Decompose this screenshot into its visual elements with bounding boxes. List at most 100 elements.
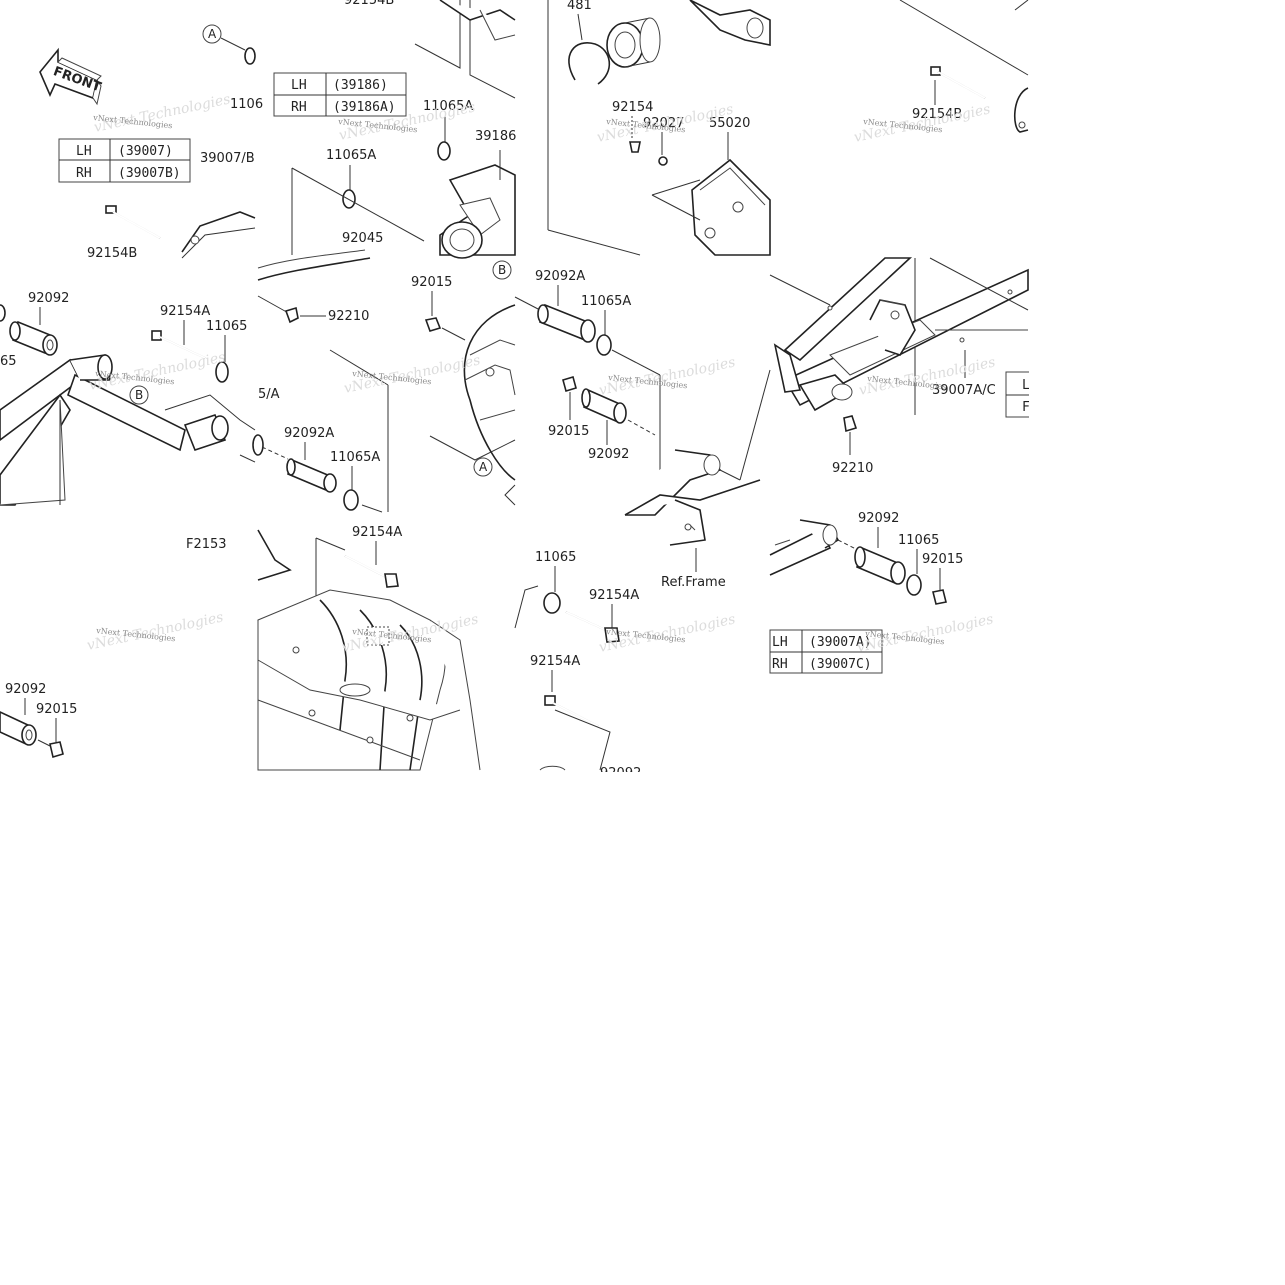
arm-end-part bbox=[769, 519, 840, 576]
bolt-part bbox=[105, 205, 161, 239]
part-label: 11065 bbox=[535, 550, 576, 565]
nut-part bbox=[424, 317, 442, 332]
part-label: 92210 bbox=[832, 461, 873, 476]
knuckle-part bbox=[439, 164, 516, 259]
frame-bracket-part bbox=[624, 449, 761, 546]
tile-8-middle-center-right: 92092A 11065A 92015 92092 bbox=[514, 269, 771, 590]
nut-part bbox=[49, 741, 64, 759]
bushing-part bbox=[286, 458, 337, 493]
washer-part bbox=[437, 141, 451, 161]
part-label: 92154B bbox=[344, 0, 394, 8]
part-label: 92027 bbox=[643, 116, 684, 131]
frame-side-part bbox=[257, 529, 481, 771]
bolt-part bbox=[544, 695, 599, 727]
part-label: 92045 bbox=[342, 231, 383, 246]
callout-circle-b bbox=[492, 260, 512, 280]
washer-part bbox=[215, 361, 229, 383]
bushing-part bbox=[0, 711, 37, 746]
bolt-part bbox=[344, 555, 399, 588]
washer-part bbox=[244, 47, 256, 65]
guard-plate-part bbox=[691, 158, 771, 256]
bushing-part bbox=[9, 320, 58, 356]
frame-crossmember-part bbox=[773, 257, 1029, 412]
table-cell: (39186) bbox=[333, 78, 388, 93]
part-label: 92154B bbox=[87, 246, 137, 261]
washer-part bbox=[543, 592, 561, 614]
part-label: 92154A bbox=[530, 654, 580, 669]
part-label: 92015 bbox=[36, 702, 77, 717]
part-label: 11065 bbox=[898, 533, 939, 548]
table-cell-partial: L bbox=[1022, 378, 1030, 393]
bearing-part bbox=[606, 17, 661, 68]
callout-b-left: B bbox=[135, 388, 143, 402]
table-cell: (39007) bbox=[118, 144, 173, 159]
tile-12-bottom-center-right: 11065 92154A 92154A 92092 bbox=[514, 550, 641, 781]
part-label: 11065A bbox=[581, 294, 631, 309]
part-label: 39007/B bbox=[200, 151, 255, 166]
table-cell: RH bbox=[772, 657, 788, 672]
a-arm-part bbox=[0, 354, 229, 506]
part-label: 39007A/C bbox=[932, 383, 996, 398]
table-cell-partial: F bbox=[1022, 400, 1030, 415]
tile-3-top-right-center: 481 92154 92027 55020 bbox=[547, 0, 771, 256]
table-39186: LH (39186) RH (39186A) bbox=[273, 72, 407, 117]
washer-part bbox=[343, 489, 359, 511]
washer-part bbox=[906, 574, 922, 596]
callout-circle-b bbox=[129, 385, 149, 405]
part-label: 481 bbox=[567, 0, 592, 13]
part-label: 92154A bbox=[160, 304, 210, 319]
part-label: 92154B bbox=[912, 107, 962, 122]
part-label: 92092 bbox=[588, 447, 629, 462]
part-label: 92210 bbox=[328, 309, 369, 324]
tile-10-bottom-left: F2153 92092 92015 bbox=[0, 537, 227, 759]
nut-part bbox=[284, 306, 299, 324]
nut-part bbox=[562, 375, 577, 393]
part-label: Ref.Frame bbox=[661, 575, 726, 590]
nut-part bbox=[658, 156, 668, 166]
tile-5-middle-left: 65 92092 92154A 11065 bbox=[0, 291, 280, 506]
figure-code: F2153 bbox=[186, 537, 227, 552]
bushing-part bbox=[854, 546, 906, 585]
part-label: 92092 bbox=[28, 291, 69, 306]
tile-1-top-left: FRONT A 1106 LH (39007) RH (39007B) 3900… bbox=[39, 24, 263, 261]
part-label: 92154A bbox=[589, 588, 639, 603]
part-label: 55020 bbox=[709, 116, 750, 131]
bolt-part bbox=[151, 330, 206, 359]
tile-2-top-center: 92154B LH (39186) RH (39186A) 11065A 391… bbox=[273, 0, 516, 259]
bolt-part bbox=[930, 66, 986, 99]
nut-part bbox=[932, 589, 947, 605]
tile-9-middle-right: 39007A/C 92210 L F bbox=[769, 257, 1032, 476]
snap-ring-part bbox=[568, 42, 611, 85]
callout-a-top: A bbox=[208, 27, 217, 41]
part-label: 92154A bbox=[352, 525, 402, 540]
table-cell: (39007A) bbox=[809, 635, 872, 650]
tile-4-top-right: 92154B bbox=[899, 0, 1029, 133]
frame-mount-part bbox=[463, 304, 516, 481]
part-label: 65 bbox=[0, 354, 17, 369]
callout-circle-a bbox=[202, 24, 222, 44]
table-39007a: LH (39007A) RH (39007C) bbox=[769, 629, 883, 674]
tile-6-middle-center-left: 92210 92092A 11065A bbox=[252, 249, 389, 513]
callout-circle-a bbox=[473, 457, 493, 477]
tile-11-bottom-center-left: 92154A bbox=[257, 525, 481, 771]
part-label: 92015 bbox=[548, 424, 589, 439]
table-cell: LH bbox=[76, 144, 92, 159]
table-cell: LH bbox=[772, 635, 788, 650]
tile-13-bottom-right: 92092 11065 92015 LH (39007A) RH (39007C… bbox=[769, 511, 963, 674]
table-cell: LH bbox=[291, 78, 307, 93]
part-label: 11065A bbox=[326, 148, 376, 163]
table-39007: LH (39007) RH (39007B) bbox=[58, 138, 191, 183]
table-cell: (39007C) bbox=[809, 657, 872, 672]
bolt-part bbox=[565, 611, 620, 643]
part-label: 11065A bbox=[330, 450, 380, 465]
bushing-part bbox=[581, 388, 627, 424]
part-label: 5/A bbox=[258, 387, 280, 402]
bushing-part bbox=[537, 303, 596, 343]
callout-b-mid: B bbox=[498, 263, 506, 277]
part-label: 92015 bbox=[922, 552, 963, 567]
table-cell: RH bbox=[291, 100, 307, 115]
front-arrow-icon: FRONT bbox=[39, 47, 103, 106]
part-label: 92092A bbox=[535, 269, 585, 284]
part-label: 92092A bbox=[284, 426, 334, 441]
